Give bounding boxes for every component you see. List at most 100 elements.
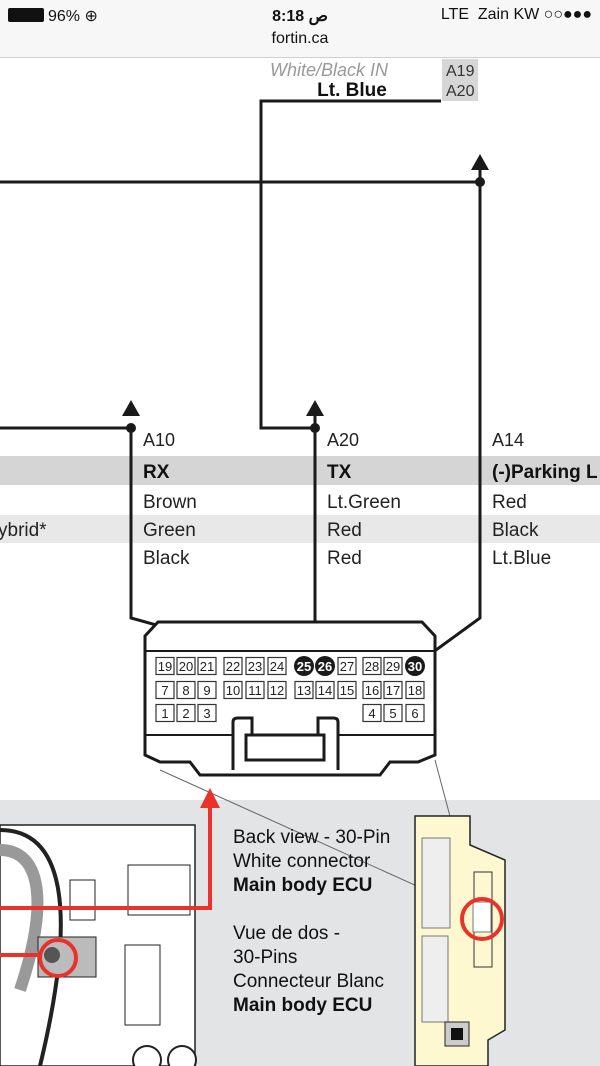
pin-box — [383, 656, 403, 676]
wire-color-cell: Green — [143, 520, 196, 541]
wire-color-cell: Lt.Blue — [492, 548, 551, 569]
pin-number: 11 — [248, 683, 262, 698]
pin-id: A20 — [327, 430, 359, 450]
pin-number: 24 — [270, 659, 284, 674]
pin-number: 25 — [297, 659, 311, 674]
caption-line: 30-Pins — [233, 947, 297, 968]
rotation-lock-icon: ⊕ — [84, 8, 98, 25]
pin-box — [294, 680, 314, 700]
pin-box — [362, 703, 382, 723]
pin-a19: A19 — [446, 63, 475, 80]
pin-box — [362, 656, 382, 676]
pin-box — [197, 656, 217, 676]
row-band — [0, 515, 600, 543]
pin-box — [155, 656, 175, 676]
wire-color-cell: Black — [492, 520, 539, 541]
pin-label-box — [442, 59, 478, 101]
arrows — [122, 154, 489, 433]
pin-box — [155, 703, 175, 723]
pin-highlight — [294, 656, 314, 676]
header-band — [0, 456, 600, 485]
wires — [0, 99, 482, 668]
wire-color-cell: Brown — [143, 492, 197, 513]
wire-lt-blue — [259, 99, 441, 430]
location-marker — [0, 805, 212, 978]
junction-dot — [126, 423, 136, 433]
pin-number: 7 — [161, 683, 168, 698]
wire-color-cell: Red — [327, 520, 362, 541]
pin-box — [362, 680, 382, 700]
pin-id: A10 — [143, 430, 175, 450]
pin-number: 23 — [248, 659, 262, 674]
row-label: ybrid* — [0, 520, 47, 541]
pin-box — [405, 680, 425, 700]
pin-number: 18 — [408, 683, 422, 698]
wire-color-cell: Lt.Green — [327, 492, 401, 513]
red-arrow-up-icon — [200, 788, 220, 808]
pin-number: 27 — [340, 659, 354, 674]
pin-number: 30 — [408, 659, 422, 674]
pin-box — [197, 703, 217, 723]
pin-number: 14 — [318, 683, 332, 698]
pin-number: 26 — [318, 659, 332, 674]
caption-line: Main body ECU — [233, 875, 372, 896]
pin-a20: A20 — [446, 83, 475, 100]
pin-number: 9 — [203, 683, 210, 698]
battery-icon — [8, 8, 44, 22]
pin-number: 10 — [226, 683, 240, 698]
wire-color-cell: Black — [143, 548, 190, 569]
pin-number: 19 — [158, 659, 172, 674]
pin-box — [245, 656, 265, 676]
pin-box — [383, 703, 403, 723]
pin-box — [267, 680, 287, 700]
pin-number: 5 — [389, 706, 396, 721]
pin-number: 15 — [340, 683, 354, 698]
arrow-up-icon — [306, 400, 324, 416]
clock: 8:18 ص — [272, 8, 328, 25]
arrow-up-icon — [122, 400, 140, 416]
junction-dot — [475, 177, 485, 187]
wire-a14 — [413, 170, 482, 668]
caption-line: Connecteur Blanc — [233, 971, 384, 992]
battery-percent: 96% — [48, 8, 81, 25]
caption-line: Vue de dos - — [233, 923, 340, 944]
faded-wire-label: White/Black IN — [270, 60, 389, 80]
column-header: TX — [327, 462, 352, 483]
pin-number: 16 — [365, 683, 379, 698]
pin-id: A14 — [492, 430, 524, 450]
pin-number: 21 — [200, 659, 214, 674]
pin-box — [337, 656, 357, 676]
pin-box — [223, 680, 243, 700]
pin-box — [315, 680, 335, 700]
carrier-info: LTE Zain KW ○○●●● — [441, 6, 592, 24]
wire-color-cell: Red — [327, 548, 362, 569]
pin-box — [405, 703, 425, 723]
signal-icon: ○○●●● — [543, 6, 592, 23]
pin-box — [176, 703, 196, 723]
pin-highlight — [315, 656, 335, 676]
pin-number: 1 — [161, 706, 168, 721]
carrier-name: Zain KW — [477, 6, 540, 23]
pin-box — [383, 680, 403, 700]
network-type: LTE — [440, 6, 469, 23]
column-header: (-)Parking L — [492, 462, 598, 483]
pin-number: 17 — [386, 683, 400, 698]
pin-box — [223, 656, 243, 676]
pin-number: 4 — [368, 706, 375, 721]
pin-box — [337, 680, 357, 700]
pin-number: 8 — [182, 683, 189, 698]
pin-number: 2 — [182, 706, 189, 721]
junction-dot — [310, 423, 320, 433]
pin-box — [197, 680, 217, 700]
wire-color-label: Lt. Blue — [317, 80, 387, 101]
url-bar[interactable]: fortin.ca — [271, 30, 329, 47]
caption-line: Back view - 30-Pin — [233, 827, 390, 848]
connector-highlight-circle — [460, 897, 504, 941]
pin-box — [176, 656, 196, 676]
ecu-panel — [414, 815, 506, 1066]
pin-box — [155, 680, 175, 700]
pin-number: 3 — [203, 706, 210, 721]
column-header: RX — [143, 462, 170, 483]
pin-number: 6 — [411, 706, 418, 721]
